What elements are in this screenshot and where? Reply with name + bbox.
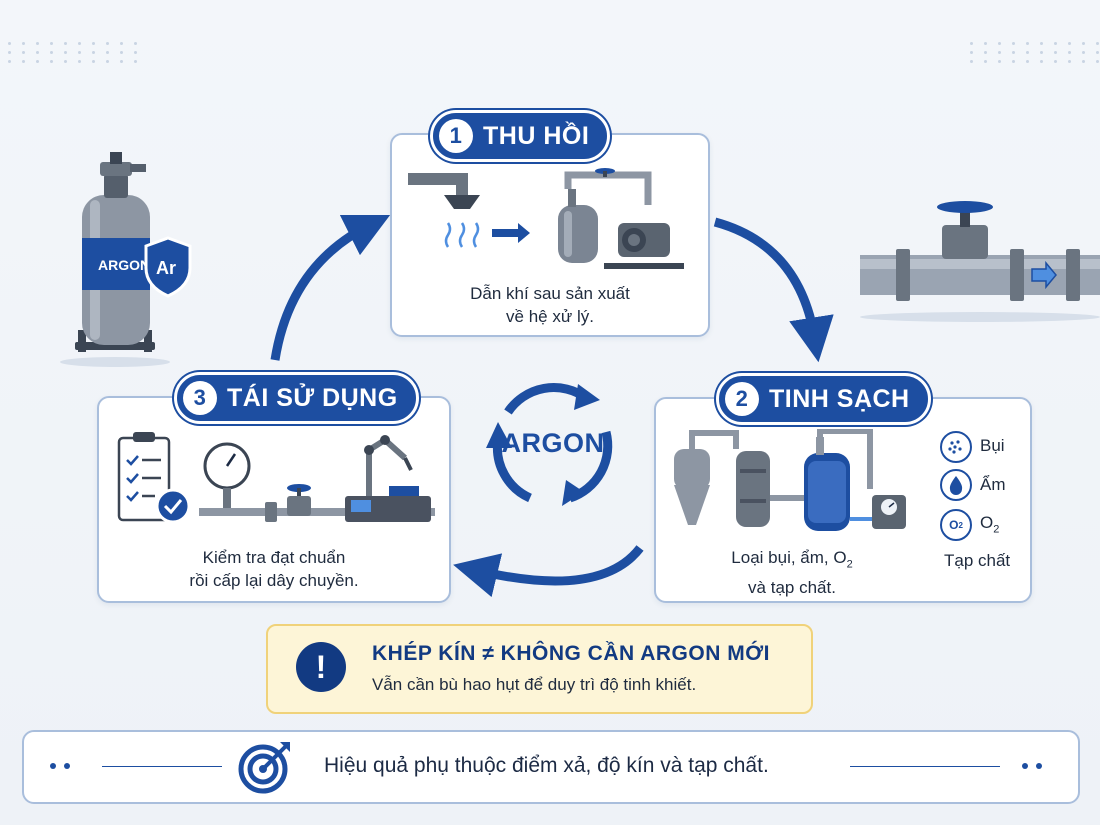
step-2-pill: 2 TINH SẠCH	[716, 373, 931, 425]
decorative-dots-left	[8, 42, 142, 63]
arrow-2-to-3	[453, 545, 644, 598]
warning-title: KHÉP KÍN ≠ KHÔNG CẦN ARGON MỚI	[372, 642, 770, 665]
footer-dot	[50, 763, 56, 769]
step-3-number: 3	[183, 381, 217, 415]
legend-moisture: Ẩm	[980, 475, 1006, 494]
footer-line-right	[850, 766, 1000, 767]
dust-icon	[940, 431, 972, 463]
footer-banner: Hiệu quả phụ thuộc điểm xả, độ kín và tạ…	[22, 730, 1080, 804]
cylinder-badge: Ar	[156, 258, 176, 278]
step-1-card: Dẫn khí sau sản xuất về hệ xử lý.	[390, 133, 710, 337]
footer-line-left	[102, 766, 222, 767]
step-3-card: Kiểm tra đạt chuẩn rồi cấp lại dây chuyề…	[97, 396, 451, 603]
step-2-caption: Loại bụi, ẩm, O2 và tạp chất.	[731, 548, 853, 598]
argon-cylinder-illustration: ARGON Ar	[60, 152, 192, 367]
step-1-title: THU HỒI	[483, 121, 590, 150]
target-icon	[238, 742, 290, 794]
footer-dot	[64, 763, 70, 769]
step-1-caption: Dẫn khí sau sản xuất về hệ xử lý.	[470, 284, 630, 326]
step-2-title: TINH SẠCH	[769, 384, 910, 413]
step-1-pill: 1 THU HỒI	[430, 110, 611, 162]
legend-other-impurities: Tạp chất	[944, 551, 1011, 570]
warning-text: Vẫn cần bù hao hụt để duy trì độ tinh kh…	[372, 675, 697, 694]
footer-dot	[1022, 763, 1028, 769]
exhaust-recovery-illustration	[408, 168, 684, 269]
step-3-pill: 3 TÁI SỬ DỤNG	[174, 372, 419, 424]
pipe-valve-illustration	[860, 201, 1100, 322]
exclamation-icon: !	[296, 642, 346, 692]
step-3-title: TÁI SỬ DỤNG	[227, 383, 398, 412]
footer-dot	[1036, 763, 1042, 769]
step-2-number: 2	[725, 382, 759, 416]
decorative-dots-right	[970, 42, 1100, 63]
step-1-number: 1	[439, 119, 473, 153]
reuse-illustration	[117, 432, 435, 524]
step-3-caption: Kiểm tra đạt chuẩn rồi cấp lại dây chuyề…	[189, 548, 359, 590]
legend-oxygen: O2	[980, 513, 1000, 536]
warning-box: ! KHÉP KÍN ≠ KHÔNG CẦN ARGON MỚI Vẫn cần…	[266, 624, 813, 714]
arrow-1-to-2	[713, 217, 834, 363]
argon-cycle-ring	[486, 383, 613, 506]
footer-text: Hiệu quả phụ thuộc điểm xả, độ kín và tạ…	[324, 754, 769, 777]
center-argon-label: ARGON	[501, 428, 605, 458]
moisture-icon	[940, 469, 972, 501]
purification-illustration	[674, 429, 906, 531]
cylinder-label: ARGON	[98, 257, 150, 273]
legend-dust: Bụi	[980, 436, 1005, 455]
arrow-3-to-1	[270, 214, 391, 361]
